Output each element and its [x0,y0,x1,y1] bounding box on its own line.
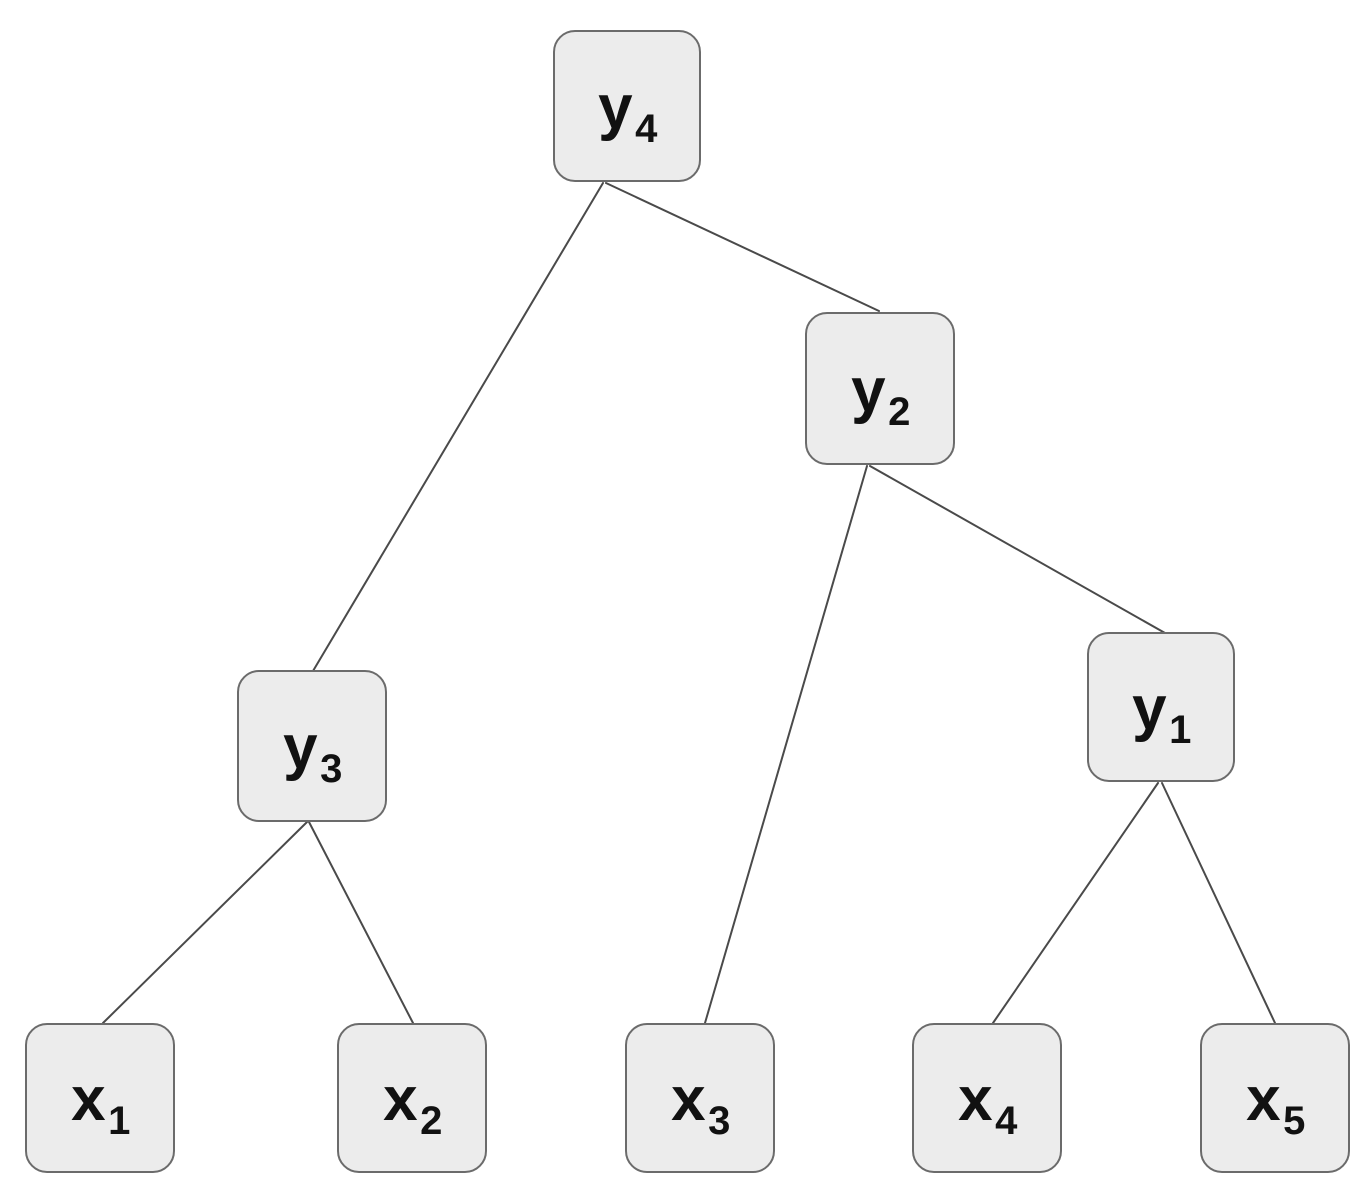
edge-y4-y3 [312,182,604,672]
node-label-subscript-x1: 1 [108,1099,131,1143]
node-label-x5: x5 [1246,1069,1305,1142]
node-label-y4: y4 [598,77,657,150]
node-label-y1: y1 [1132,678,1191,751]
node-label-base-y4: y [598,73,634,142]
node-label-y2: y2 [851,359,910,432]
node-label-subscript-y2: 2 [888,389,911,434]
edge-y3-x2 [308,821,414,1024]
node-y3[interactable]: y3 [237,670,387,822]
node-y2[interactable]: y2 [805,312,955,465]
node-x4[interactable]: x4 [912,1023,1062,1173]
node-label-base-x5: x [1246,1065,1282,1134]
node-x3[interactable]: x3 [625,1023,775,1173]
edge-y2-x3 [704,465,868,1024]
edge-y2-y1 [869,465,1166,634]
node-label-x4: x4 [958,1069,1017,1142]
node-label-base-x2: x [383,1065,419,1134]
node-label-subscript-x3: 3 [708,1099,731,1143]
node-label-y3: y3 [283,717,342,790]
node-label-subscript-y3: 3 [320,747,343,791]
node-y4[interactable]: y4 [553,30,701,182]
node-label-x2: x2 [383,1069,442,1142]
node-x1[interactable]: x1 [25,1023,175,1173]
node-label-subscript-x4: 4 [995,1099,1018,1143]
node-label-x1: x1 [71,1069,130,1142]
edge-y4-y2 [605,182,880,312]
node-label-subscript-y1: 1 [1169,708,1192,752]
edge-y1-x4 [992,782,1159,1024]
edge-y1-x5 [1161,782,1276,1024]
node-label-base-x1: x [71,1065,107,1134]
node-label-subscript-y4: 4 [635,107,658,151]
edge-y3-x1 [102,821,308,1024]
node-label-base-x4: x [958,1065,994,1134]
node-label-base-y1: y [1132,674,1168,743]
node-label-subscript-x5: 5 [1283,1099,1306,1143]
node-x5[interactable]: x5 [1200,1023,1350,1173]
node-y1[interactable]: y1 [1087,632,1235,782]
node-label-base-y2: y [851,355,887,425]
node-label-x3: x3 [671,1069,730,1142]
node-label-subscript-x2: 2 [420,1099,443,1143]
node-label-base-y3: y [283,713,319,782]
node-x2[interactable]: x2 [337,1023,487,1173]
node-label-base-x3: x [671,1065,707,1134]
